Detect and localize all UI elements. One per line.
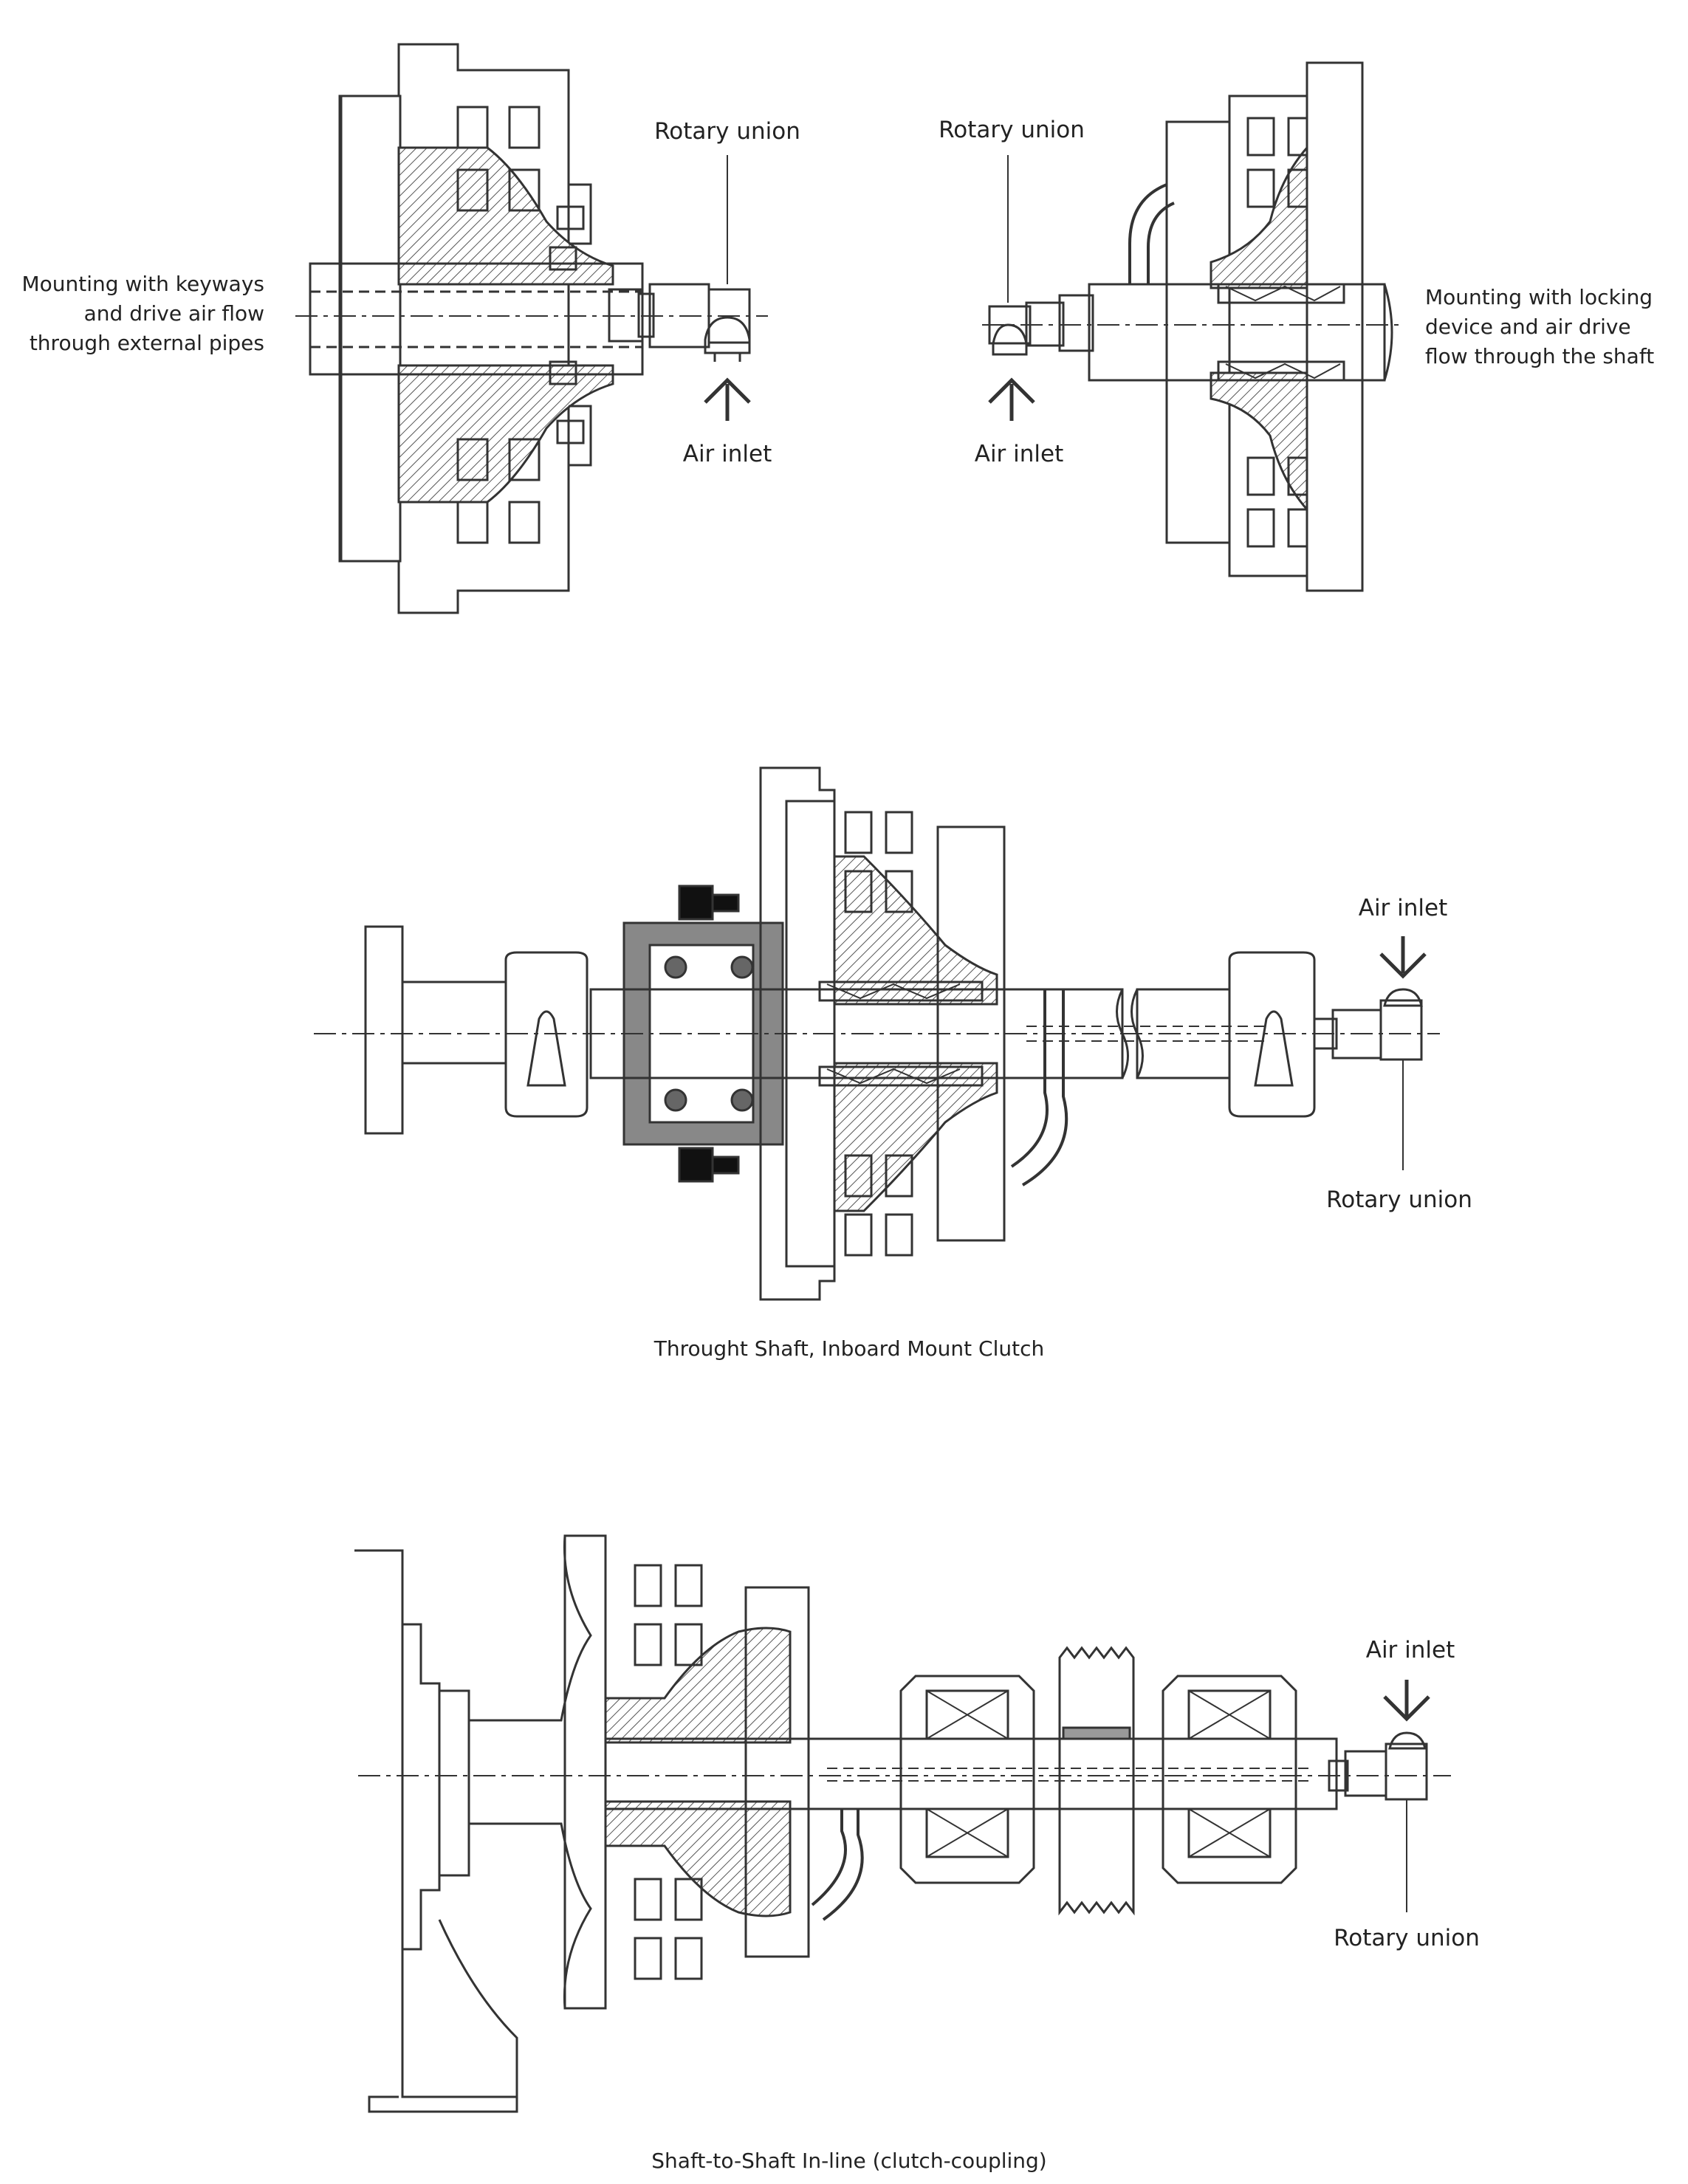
top-left-rotary-union-label: Rotary union — [654, 118, 800, 145]
top-right-mounting-line2: device and air drive — [1425, 315, 1631, 339]
bottom-caption: Shaft-to-Shaft In-line (clutch-coupling) — [651, 2149, 1047, 2173]
top-right-air-inlet-label: Air inlet — [974, 441, 1064, 467]
top-left-mounting-line1: Mounting with keyways — [21, 272, 265, 296]
bottom-rotary-union-label: Rotary union — [1334, 1925, 1480, 1951]
top-left-mounting-line2: and drive air flow — [83, 301, 264, 326]
top-right-mounting-line1: Mounting with locking — [1425, 285, 1653, 309]
bottom-assembly — [354, 1534, 1451, 2113]
middle-caption: Throught Shaft, Inboard Mount Clutch — [653, 1336, 1045, 1361]
bottom-air-inlet-label: Air inlet — [1365, 1637, 1455, 1663]
middle-assembly — [314, 766, 1440, 1301]
top-right-rotary-union-label: Rotary union — [939, 117, 1085, 143]
top-right-mounting-line3: flow through the shaft — [1425, 344, 1655, 368]
top-right-assembly — [982, 61, 1403, 592]
top-left-assembly — [295, 43, 768, 614]
top-left-air-inlet-label: Air inlet — [682, 441, 772, 467]
middle-rotary-union-label: Rotary union — [1326, 1187, 1472, 1213]
top-left-mounting-line3: through external pipes — [29, 331, 264, 355]
middle-air-inlet-label: Air inlet — [1358, 895, 1448, 921]
